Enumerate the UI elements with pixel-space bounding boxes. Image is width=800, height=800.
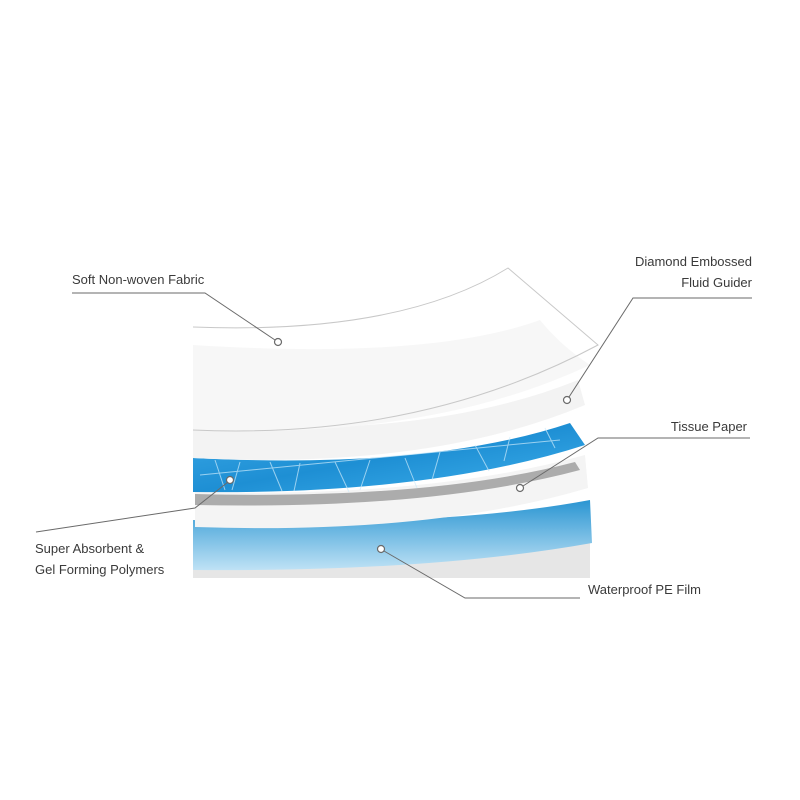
leader-lines <box>35 292 752 599</box>
label-line: Fluid Guider <box>681 275 752 290</box>
label-tissue-paper: Tissue Paper <box>670 419 747 434</box>
label-pe-film: Waterproof PE Film <box>588 582 701 597</box>
fluid-guider-layer <box>193 380 585 460</box>
label-sap: Super Absorbent & Gel Forming Polymers <box>35 538 164 580</box>
label-line: Gel Forming Polymers <box>35 562 165 577</box>
label-line: Super Absorbent & <box>35 541 145 556</box>
pe-film-layer <box>193 500 592 571</box>
marker-tissue <box>515 483 525 493</box>
soft-fabric-layer <box>193 320 590 432</box>
marker-soft-fabric <box>273 337 283 347</box>
sap-layer <box>193 423 585 493</box>
label-line: Diamond Embossed <box>634 254 752 269</box>
marker-fluid-guider <box>562 395 572 405</box>
label-soft-fabric: Soft Non-woven Fabric <box>72 272 205 287</box>
marker-sap <box>225 475 235 485</box>
marker-pe-film <box>376 544 386 554</box>
label-diamond-embossed: Diamond Embossed Fluid Guider <box>635 251 752 293</box>
